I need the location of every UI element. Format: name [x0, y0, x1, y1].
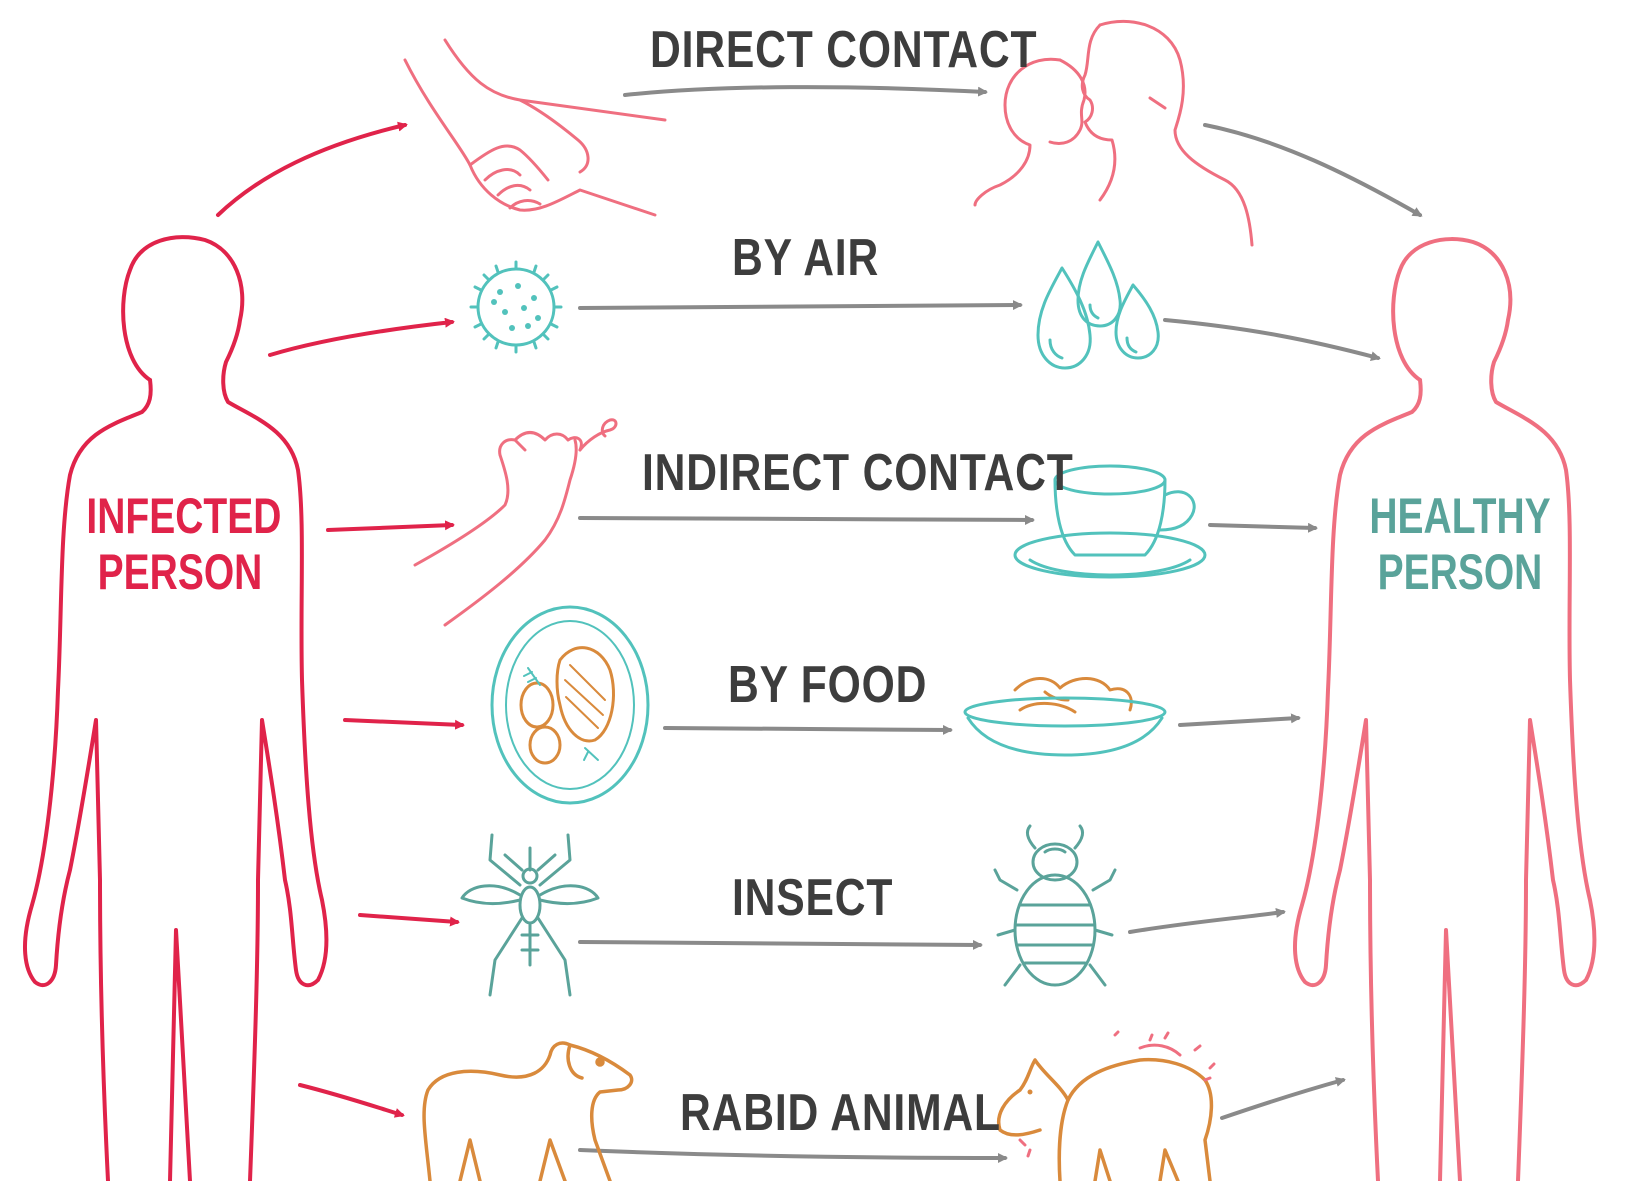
- mosquito-icon: [462, 835, 598, 995]
- red-arrows: [218, 125, 462, 1115]
- healthy-person-label: HEALTHY PERSON: [1366, 488, 1553, 600]
- dog-icon: [424, 1043, 632, 1181]
- gray-arrows: [580, 87, 1420, 1158]
- handshake-icon: [405, 40, 665, 215]
- red-arrow-insect: [360, 915, 457, 922]
- gray-arrow-rabid-animal-1: [580, 1150, 1005, 1158]
- sneezing-hand-icon: [415, 420, 616, 625]
- healthy-person-figure: [1295, 239, 1594, 1181]
- infected-person-figure: [25, 237, 326, 1181]
- gray-arrow-direct-contact-1: [625, 87, 985, 95]
- gray-arrow-indirect-contact-1: [580, 518, 1032, 520]
- gray-arrow-indirect-contact-2: [1210, 525, 1315, 528]
- infected-line2: PERSON: [86, 544, 273, 600]
- red-arrow-rabid-animal: [300, 1085, 402, 1115]
- infected-person-label: INFECTED PERSON: [86, 488, 273, 600]
- gray-arrow-by-air-2: [1165, 320, 1378, 358]
- gray-arrow-insect-1: [580, 942, 980, 945]
- gray-arrow-by-food-2: [1180, 718, 1298, 725]
- route-label-by-food: BY FOOD: [728, 655, 927, 715]
- red-arrow-indirect-contact: [328, 525, 452, 530]
- gray-arrow-rabid-animal-2: [1222, 1080, 1343, 1118]
- food-plate-icon: [492, 607, 648, 803]
- gray-arrow-direct-contact-2: [1205, 125, 1420, 215]
- gray-arrow-by-air-1: [580, 305, 1020, 308]
- red-arrow-by-food: [345, 720, 462, 725]
- gray-arrow-by-food-1: [665, 728, 950, 730]
- healthy-line2: PERSON: [1366, 544, 1553, 600]
- infected-line1: INFECTED: [86, 488, 273, 544]
- gray-arrow-insect-2: [1130, 912, 1283, 932]
- red-arrow-direct-contact: [218, 125, 405, 215]
- virus-icon: [471, 262, 561, 352]
- bug-icon: [995, 826, 1115, 985]
- healthy-line1: HEALTHY: [1366, 488, 1553, 544]
- route-label-indirect-contact: INDIRECT CONTACT: [642, 443, 1074, 503]
- rabid-dog-icon: [999, 1032, 1214, 1181]
- food-bowl-icon: [965, 678, 1165, 755]
- route-label-by-air: BY AIR: [732, 228, 879, 288]
- route-label-insect: INSECT: [732, 868, 893, 928]
- red-arrow-by-air: [270, 322, 452, 355]
- route-label-rabid-animal: RABID ANIMAL: [680, 1083, 1001, 1143]
- route-label-direct-contact: DIRECT CONTACT: [650, 20, 1037, 80]
- droplets-icon: [1038, 242, 1158, 368]
